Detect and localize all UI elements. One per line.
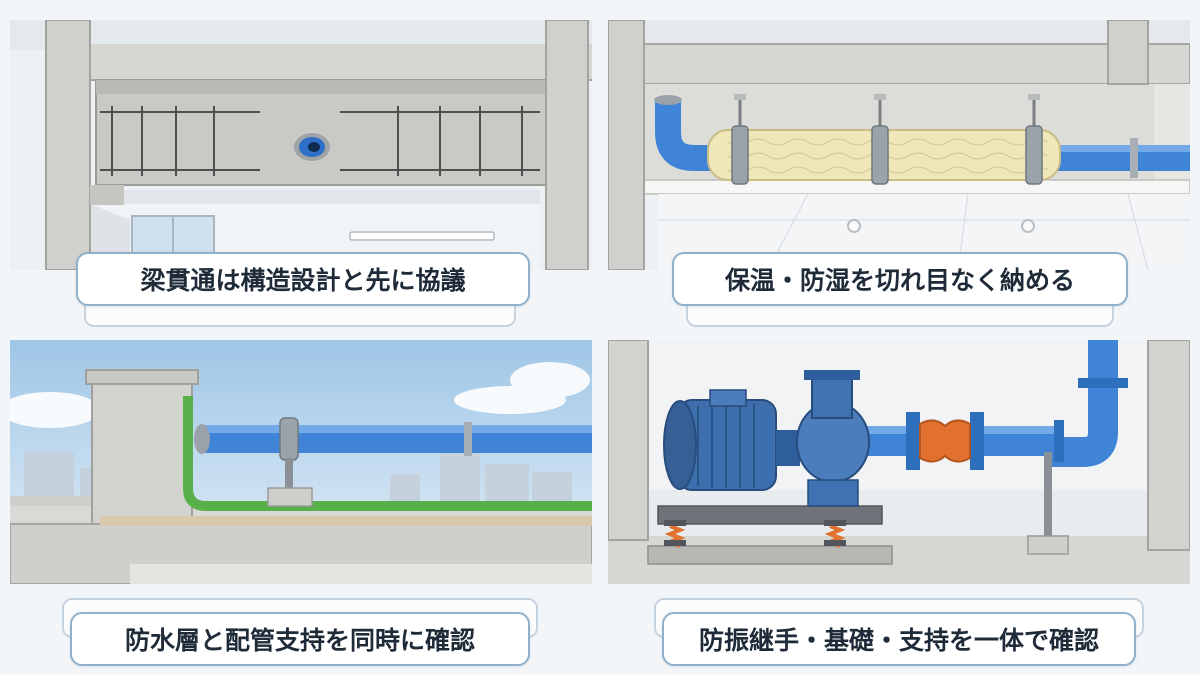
pump-vibration-illustration: [608, 340, 1190, 584]
insulation-panel: [608, 20, 1190, 270]
beam-penetration-panel: [10, 20, 592, 270]
insulation-illustration: [608, 20, 1190, 270]
caption-pump-vibration: 防振継手・基礎・支持を一体で確認: [662, 612, 1136, 666]
rooftop-waterproofing-illustration: [10, 340, 592, 584]
beam-penetration-illustration: [10, 20, 592, 270]
caption-insulation: 保温・防湿を切れ目なく納める: [672, 252, 1128, 306]
caption-beam-penetration: 梁貫通は構造設計と先に協議: [76, 252, 530, 306]
pump-vibration-panel: [608, 340, 1190, 584]
caption-rooftop-waterproofing: 防水層と配管支持を同時に確認: [70, 612, 530, 666]
rooftop-waterproofing-panel: [10, 340, 592, 584]
